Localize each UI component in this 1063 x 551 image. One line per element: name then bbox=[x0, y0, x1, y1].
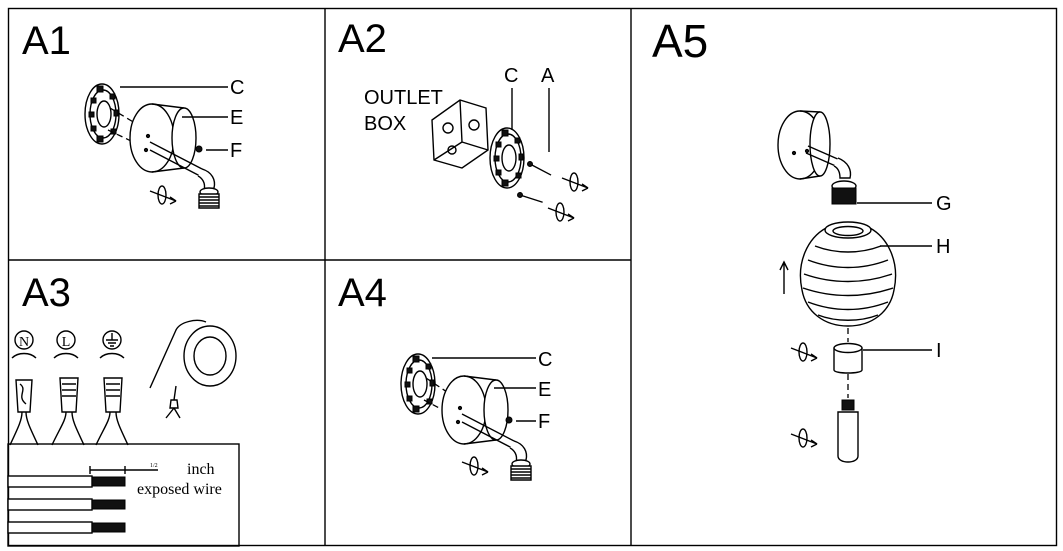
label-f: F bbox=[538, 411, 550, 433]
alignment-lines bbox=[107, 107, 151, 151]
crossbar-plate-c bbox=[489, 127, 525, 189]
label-h: H bbox=[936, 236, 950, 258]
live-symbol: L bbox=[53, 330, 79, 359]
rotate-icon bbox=[790, 428, 818, 448]
label-box: BOX bbox=[364, 113, 406, 135]
panel-title-a5: A5 bbox=[652, 15, 708, 67]
label-a: A bbox=[541, 65, 555, 87]
label-c: C bbox=[538, 349, 552, 371]
wire-strip-guide: 1/2 inch exposed wire bbox=[7, 443, 240, 547]
panel-title-a4: A4 bbox=[338, 271, 387, 315]
tape-roll-icon bbox=[149, 319, 237, 419]
label-c: C bbox=[230, 77, 244, 99]
wire-connectors bbox=[9, 377, 129, 446]
rotate-icon bbox=[547, 202, 575, 222]
svg-text:N: N bbox=[19, 335, 29, 350]
label-f: F bbox=[230, 140, 242, 162]
canopy-arm-e bbox=[441, 375, 532, 481]
label-e: E bbox=[538, 379, 551, 401]
panel-title-a2: A2 bbox=[338, 17, 387, 61]
label-g: G bbox=[936, 193, 952, 215]
label-e: E bbox=[230, 107, 243, 129]
crossbar-plate-c bbox=[400, 353, 436, 415]
screw-a bbox=[525, 155, 552, 184]
rotate-icon bbox=[561, 172, 589, 192]
strip-length: 1/2 bbox=[150, 463, 158, 469]
socket-g: G bbox=[831, 180, 952, 215]
label-c: C bbox=[504, 65, 518, 87]
rotate-icon bbox=[149, 185, 177, 205]
panel-grid bbox=[7, 7, 1058, 547]
rotate-icon bbox=[461, 456, 489, 476]
panel-a4: A4 C E F bbox=[338, 271, 552, 481]
screw-a bbox=[515, 185, 544, 212]
panel-a1: A1 C E F bbox=[22, 19, 244, 209]
label-outlet: OUTLET bbox=[364, 87, 443, 109]
glass-shade-h: H bbox=[779, 221, 950, 327]
rotate-icon bbox=[790, 342, 818, 362]
panel-a3: A3 N L bbox=[7, 271, 240, 547]
neutral-symbol: N bbox=[11, 330, 37, 359]
crossbar-plate-c bbox=[84, 83, 120, 145]
label-i: I bbox=[936, 340, 942, 362]
up-arrow-icon bbox=[779, 260, 789, 294]
shade-ring-i: I bbox=[790, 328, 942, 374]
svg-text:L: L bbox=[62, 335, 71, 350]
exposed-wire-label: exposed wire bbox=[137, 481, 222, 498]
nut-f bbox=[505, 416, 513, 424]
canopy-arm-e bbox=[129, 103, 220, 209]
nut-f bbox=[195, 145, 203, 153]
light-bulb bbox=[790, 374, 859, 463]
wall-canopy bbox=[777, 110, 852, 180]
panel-a5: A5 G H bbox=[652, 15, 952, 463]
panel-title-a1: A1 bbox=[22, 19, 71, 63]
unit-label: inch bbox=[187, 461, 215, 478]
outlet-box bbox=[431, 99, 489, 169]
ground-icon bbox=[99, 330, 125, 359]
panel-a2: A2 OUTLET BOX C A bbox=[338, 17, 589, 222]
panel-title-a3: A3 bbox=[22, 271, 71, 315]
